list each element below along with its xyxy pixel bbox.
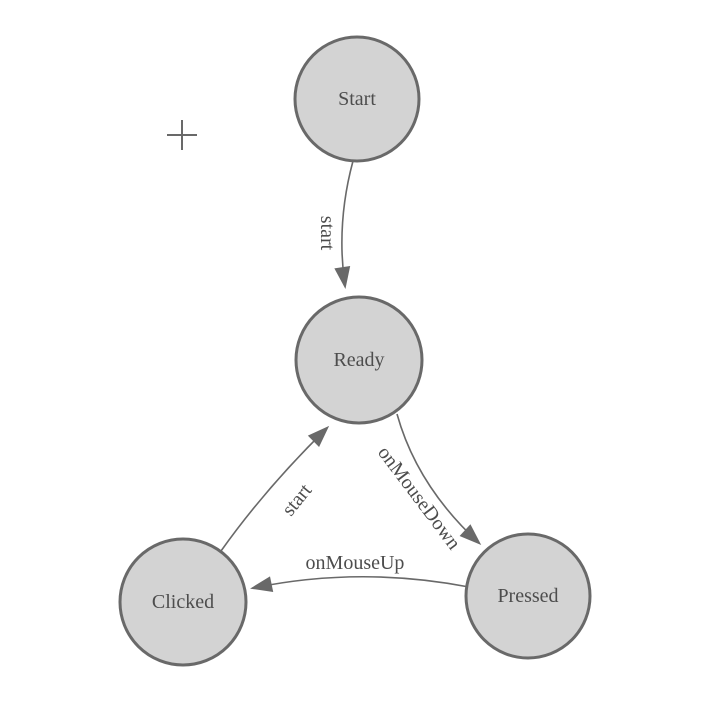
edge-line-clicked-to-ready — [220, 425, 330, 552]
edge-label-clicked-to-ready: start — [278, 479, 317, 520]
edge-line-ready-to-pressed — [396, 413, 482, 546]
node-clicked[interactable]: Clicked — [118, 537, 248, 667]
node-clicked-circle[interactable] — [118, 537, 248, 667]
node-ready[interactable]: Ready — [294, 295, 424, 425]
node-start-circle[interactable] — [293, 35, 421, 163]
edge-ready-to-pressed: onMouseDown — [373, 413, 482, 554]
node-start[interactable]: Start — [293, 35, 421, 163]
crosshair-plus-strokes — [167, 120, 197, 150]
edge-label-ready-to-pressed: onMouseDown — [373, 442, 465, 554]
edge-line-start-to-ready — [334, 160, 354, 289]
edge-pressed-to-clicked: onMouseUp — [250, 552, 470, 593]
edge-line-pressed-to-clicked — [250, 575, 470, 593]
node-ready-circle[interactable] — [294, 295, 424, 425]
node-pressed-circle[interactable] — [464, 532, 592, 660]
edge-label-pressed-to-clicked: onMouseUp — [306, 552, 405, 574]
edge-clicked-to-ready: start — [220, 425, 330, 552]
node-pressed[interactable]: Pressed — [464, 532, 592, 660]
edge-start-to-ready: start — [316, 160, 354, 289]
edge-label-start-to-ready: start — [316, 216, 338, 251]
crosshair-plus-icon — [167, 120, 197, 150]
